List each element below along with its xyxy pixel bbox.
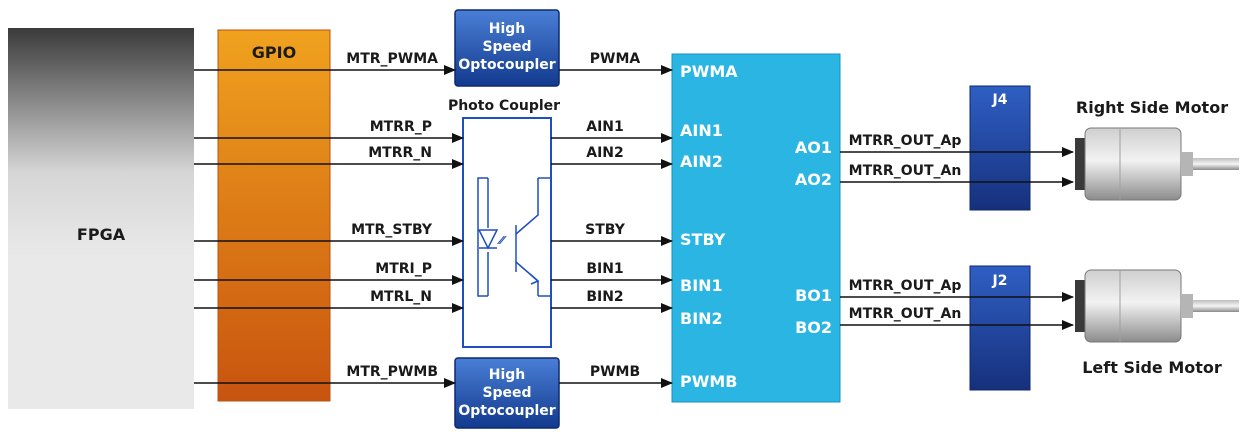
motor-driver-block: PWMA AIN1 AIN2 STBY BIN1 BIN2 PWMB AO1 A… (671, 53, 841, 403)
sig-mtri-p: MTRI_P (375, 261, 432, 277)
fpga-label: FPGA (77, 225, 126, 244)
sig-mtr-pwma: MTR_PWMA (346, 51, 438, 67)
optocoupler-bottom-line1: High (489, 367, 526, 383)
connector-j2: J2 (969, 265, 1031, 391)
sig-bin1: BIN1 (586, 261, 623, 277)
sig-stby: STBY (585, 222, 626, 238)
optocoupler-top: High Speed Optocoupler (454, 9, 560, 87)
left-motor-icon (1075, 269, 1239, 343)
sig-ain2: AIN2 (586, 145, 624, 161)
optocoupler-bottom-line3: Optocoupler (458, 403, 555, 419)
sig-mtr-pwmb: MTR_PWMB (346, 364, 438, 380)
right-motor: Right Side Motor (1075, 98, 1239, 201)
sig-pwma: PWMA (590, 51, 641, 67)
sig-left-an: MTRR_OUT_An (849, 306, 962, 322)
driver-in-ain1: AIN1 (680, 121, 723, 140)
optocoupler-top-line3: Optocoupler (458, 57, 555, 73)
optocoupler-top-line2: Speed (482, 39, 531, 55)
sig-mtrr-p: MTRR_P (370, 119, 432, 135)
driver-out-ao1: AO1 (795, 138, 832, 157)
photo-coupler-block: Photo Coupler ⁄⁄ (448, 98, 560, 348)
optocoupler-bottom-line2: Speed (482, 385, 531, 401)
left-motor: Left Side Motor (1075, 269, 1239, 377)
sig-mtrr-n: MTRR_N (368, 145, 432, 161)
photo-led-icon: ⁄⁄ (496, 234, 507, 247)
driver-in-bin1: BIN1 (680, 276, 723, 295)
driver-in-bin2: BIN2 (680, 309, 723, 328)
right-motor-label: Right Side Motor (1076, 98, 1228, 117)
sig-mtrl-n: MTRL_N (370, 289, 432, 305)
sig-right-ap: MTRR_OUT_Ap (849, 133, 962, 149)
sig-mtr-stby: MTR_STBY (351, 222, 433, 238)
fpga-block: FPGA (8, 28, 194, 409)
photo-coupler-label: Photo Coupler (448, 98, 560, 114)
signal-wires (194, 65, 1074, 388)
driver-in-pwma: PWMA (680, 62, 738, 81)
sig-right-an: MTRR_OUT_An (849, 163, 962, 179)
gpio-label: GPIO (252, 43, 296, 62)
optocoupler-top-line1: High (489, 21, 526, 37)
sig-ain1: AIN1 (586, 119, 624, 135)
gpio-block: GPIO (217, 29, 331, 402)
optocoupler-bottom: High Speed Optocoupler (454, 357, 560, 429)
connector-j4: J4 (969, 85, 1031, 211)
photo-coupler-schematic (477, 177, 550, 297)
coupler-signal-labels: PWMA AIN1 AIN2 STBY BIN1 BIN2 PWMB (585, 51, 640, 380)
connector-j4-label: J4 (992, 92, 1008, 108)
driver-in-stby: STBY (680, 230, 726, 249)
sig-left-ap: MTRR_OUT_Ap (849, 278, 962, 294)
sig-bin2: BIN2 (586, 289, 623, 305)
driver-in-ain2: AIN2 (680, 152, 723, 171)
connector-j2-label: J2 (992, 273, 1008, 289)
right-motor-icon (1075, 127, 1239, 201)
motor-signal-labels: MTRR_OUT_Ap MTRR_OUT_An MTRR_OUT_Ap MTRR… (849, 133, 962, 322)
gpio-signal-labels: MTR_PWMA MTRR_P MTRR_N MTR_STBY MTRI_P M… (346, 51, 438, 380)
sig-pwmb: PWMB (590, 364, 640, 380)
left-motor-label: Left Side Motor (1082, 358, 1222, 377)
driver-out-ao2: AO2 (795, 170, 832, 189)
driver-out-bo1: BO1 (795, 286, 832, 305)
driver-in-pwmb: PWMB (680, 372, 738, 391)
driver-out-bo2: BO2 (795, 318, 832, 337)
